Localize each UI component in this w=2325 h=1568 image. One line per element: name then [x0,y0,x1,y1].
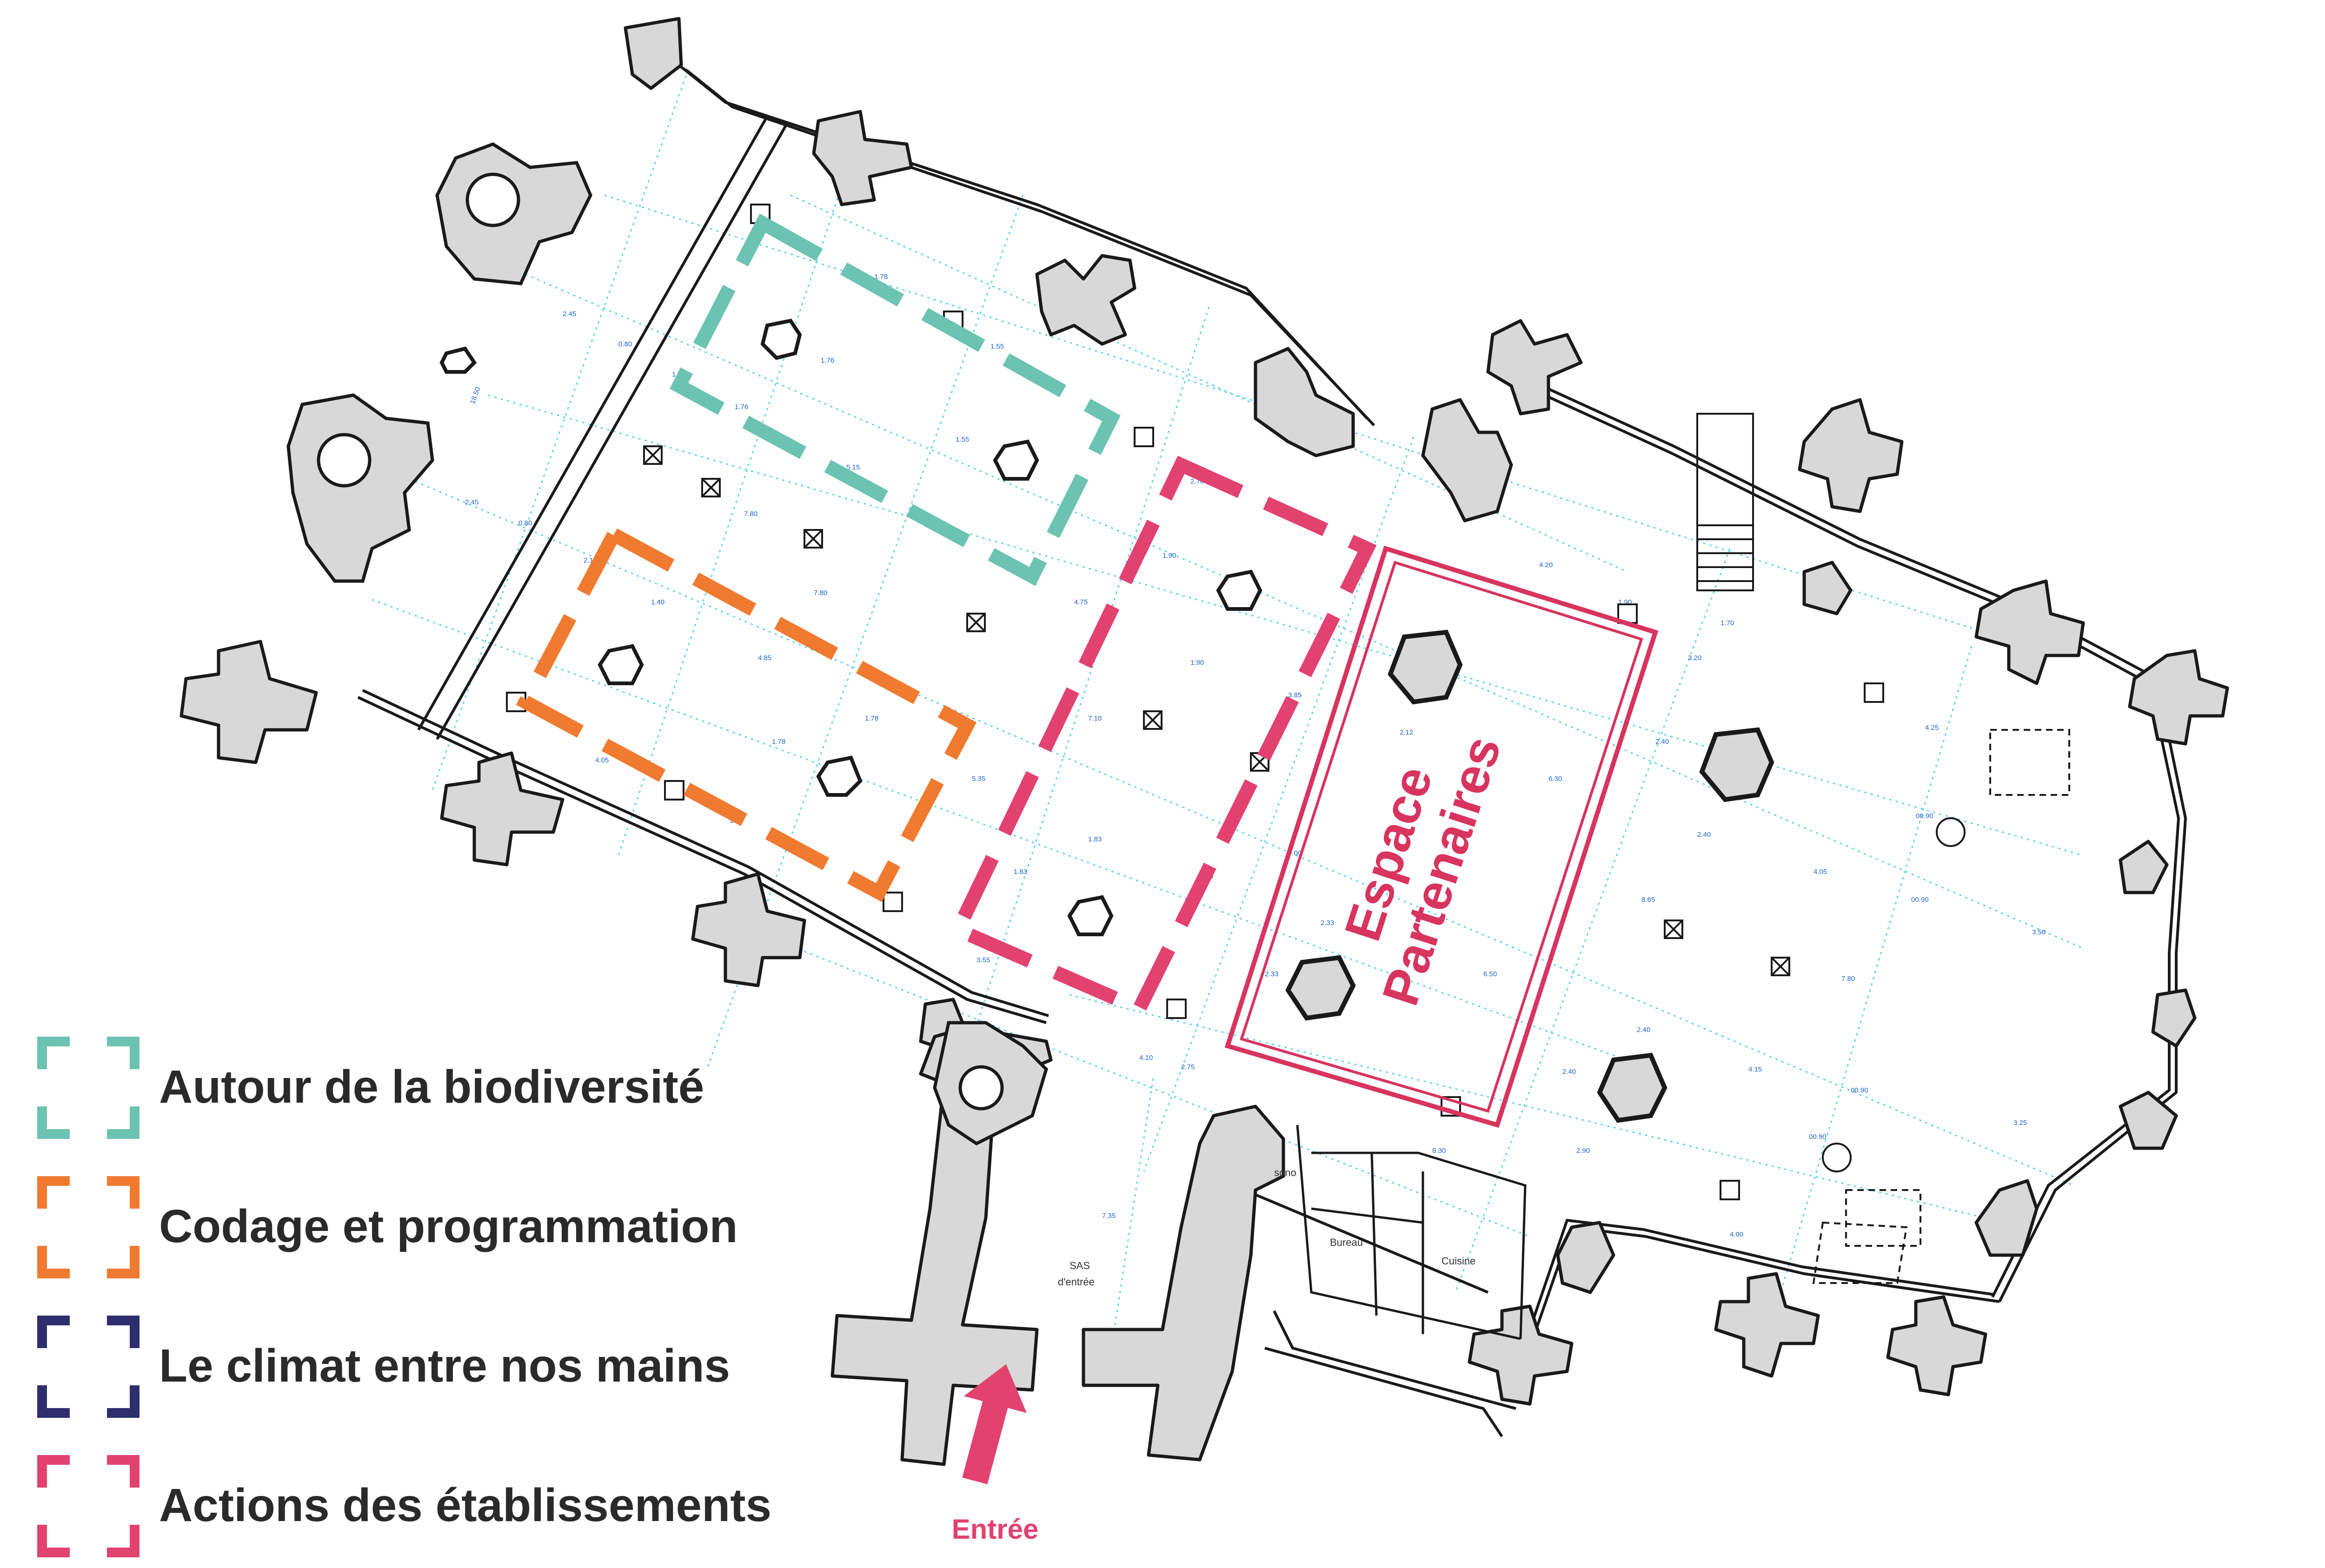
svg-text:3.85: 3.85 [1288,691,1302,699]
zone-espace-partenaires [1224,545,1659,1128]
svg-text:1.76: 1.76 [821,357,834,364]
svg-text:1.78: 1.78 [865,715,878,722]
svg-text:00.90: 00.90 [1851,1086,1868,1094]
svg-text:4.20: 4.20 [1539,561,1553,569]
svg-text:5.35: 5.35 [972,775,985,783]
svg-text:2.40: 2.40 [1637,1026,1650,1034]
room-bureau: Bureau [1330,1237,1363,1248]
dimension-labels: 2.45 18.50 2.45 0.80 0.80 1.76 1.76 1.78… [465,273,2046,1238]
svg-text:8.65: 8.65 [1641,896,1655,904]
svg-text:1.78: 1.78 [874,273,888,281]
room-sono: sono [1274,1167,1296,1178]
zone-etablissements [948,456,1377,1018]
svg-text:4.05: 4.05 [595,756,609,764]
svg-text:7.80: 7.80 [814,589,827,597]
svg-text:6.30: 6.30 [1548,775,1562,783]
interior-columns [439,318,1262,936]
legend-label: Autour de la biodiversité [159,1061,704,1113]
bracket-square-icon [37,1037,140,1139]
svg-text:0.80: 0.80 [518,519,532,527]
svg-text:2.75: 2.75 [1181,1063,1195,1071]
svg-text:4.75: 4.75 [1074,598,1088,606]
svg-text:4.10: 4.10 [1139,1054,1153,1062]
legend-label: Codage et programmation [159,1200,738,1252]
svg-text:7.10: 7.10 [1088,715,1102,722]
zone-codage [516,525,977,902]
svg-text:3.25: 3.25 [2013,1119,2027,1127]
legend-label: Actions des établissements [159,1479,772,1531]
bracket-square-icon [37,1316,140,1418]
svg-text:1.40: 1.40 [651,598,664,606]
svg-text:4.15: 4.15 [1748,1065,1762,1073]
svg-text:1.55: 1.55 [990,343,1004,351]
service-rooms [1296,1125,1527,1340]
svg-text:4.00: 4.00 [1730,1231,1743,1238]
room-sas-line1: SAS [1070,1260,1090,1271]
svg-text:7.80: 7.80 [1841,975,1855,983]
svg-text:6.50: 6.50 [1483,970,1497,978]
reserved-areas [1812,729,2070,1284]
legend-label: Le climat entre nos mains [159,1340,731,1392]
svg-text:3.50: 3.50 [2032,928,2046,936]
svg-text:1.90: 1.90 [1190,659,1204,667]
svg-text:3.55: 3.55 [976,956,990,964]
svg-text:8.30: 8.30 [1432,1147,1446,1155]
svg-text:7.35: 7.35 [1102,1212,1116,1220]
svg-text:2.33: 2.33 [1265,970,1278,978]
svg-text:1.83: 1.83 [1014,868,1027,876]
svg-text:2.90: 2.90 [1576,1147,1590,1155]
wall-piers [179,17,2229,1466]
staircase [1696,413,1754,591]
svg-text:2.12: 2.12 [1400,728,1413,736]
svg-text:1.55: 1.55 [956,436,969,443]
svg-text:2.33: 2.33 [1321,919,1334,927]
svg-text:2.40: 2.40 [1697,831,1711,839]
espace-partenaires-label: Espace Partenaires [1334,729,1512,1012]
svg-text:2.45: 2.45 [465,498,478,506]
svg-text:2.40: 2.40 [1562,1068,1576,1076]
svg-text:4.85: 4.85 [758,654,771,662]
room-cuisine: Cuisine [1442,1255,1475,1267]
bracket-square-icon [37,1176,140,1278]
stair-towers [286,142,1048,1146]
svg-text:00.90: 00.90 [1911,896,1929,904]
arrow-up-icon [962,1364,1027,1484]
entrance-label: Entrée [952,1514,1039,1545]
svg-text:2.45: 2.45 [563,310,576,318]
legend-item-etablissements: Actions des établissements [37,1455,897,1557]
legend-item-biodiversite: Autour de la biodiversité [37,1037,897,1139]
svg-text:5.15: 5.15 [846,463,860,471]
room-sas-line2: d'entrée [1058,1276,1095,1288]
svg-text:4.25: 4.25 [1925,724,1939,732]
svg-text:00.90: 00.90 [1916,812,1933,820]
legend-item-codage: Codage et programmation [37,1176,897,1278]
svg-text:1.78: 1.78 [772,738,785,746]
legend-item-climat: Le climat entre nos mains [37,1316,897,1418]
svg-text:4.05: 4.05 [1814,868,1827,876]
large-columns [1285,629,1774,1123]
svg-text:18.50: 18.50 [469,386,482,405]
svg-text:2.40: 2.40 [1655,738,1669,746]
zone-biodiversite [669,213,1121,586]
svg-text:1.76: 1.76 [735,403,748,411]
svg-text:1.83: 1.83 [1088,835,1102,843]
service-room-labels: sono Bureau Cuisine SAS d'entrée [1058,1167,1475,1288]
svg-text:1.90: 1.90 [1162,552,1176,560]
svg-text:00.90: 00.90 [1809,1133,1827,1141]
bracket-square-icon [37,1455,140,1557]
svg-text:1.70: 1.70 [1720,619,1734,627]
svg-text:0.80: 0.80 [618,340,632,348]
svg-text:3.20: 3.20 [1688,654,1701,662]
svg-text:7.80: 7.80 [744,510,757,518]
